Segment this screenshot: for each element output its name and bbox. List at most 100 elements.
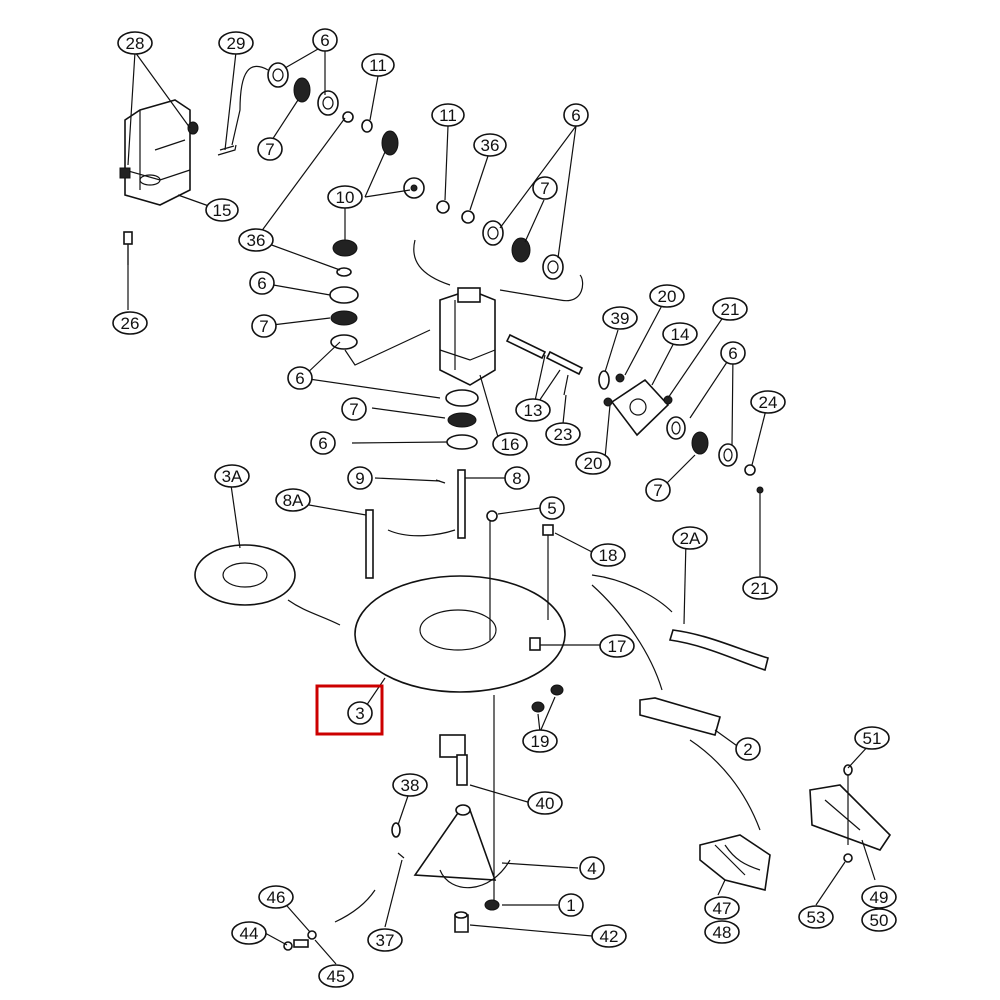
- callout-2-label: 2: [743, 740, 752, 759]
- callout-48-label: 48: [713, 923, 732, 942]
- callout-8a-label: 8A: [283, 491, 304, 510]
- callout-7[interactable]: 7: [532, 176, 558, 200]
- callout-23[interactable]: 23: [545, 422, 581, 446]
- rods: [365, 469, 466, 579]
- callout-7[interactable]: 7: [251, 314, 277, 338]
- callout-7[interactable]: 7: [257, 137, 283, 161]
- callout-44[interactable]: 44: [231, 921, 267, 945]
- callout-36[interactable]: 36: [238, 228, 274, 252]
- callout-21[interactable]: 21: [712, 297, 748, 321]
- callout-6-label: 6: [728, 344, 737, 363]
- callout-11[interactable]: 11: [431, 103, 465, 127]
- callout-17[interactable]: 17: [599, 634, 635, 658]
- plate-14: [598, 370, 764, 494]
- callout-16[interactable]: 16: [492, 432, 528, 456]
- rails: [591, 574, 769, 831]
- callout-29-label: 29: [227, 34, 246, 53]
- bracket-15: [119, 99, 237, 206]
- callout-9[interactable]: 9: [347, 466, 373, 490]
- callout-37-label: 37: [376, 931, 395, 950]
- callout-20[interactable]: 20: [649, 284, 685, 308]
- callout-11-label: 11: [439, 106, 457, 125]
- callout-8[interactable]: 8: [504, 466, 530, 490]
- callout-11[interactable]: 11: [361, 53, 395, 77]
- callout-13[interactable]: 13: [515, 398, 551, 422]
- callout-6-label: 6: [318, 434, 327, 453]
- callout-51[interactable]: 51: [854, 726, 890, 750]
- callout-20[interactable]: 20: [575, 451, 611, 475]
- callout-19[interactable]: 19: [522, 729, 558, 753]
- callout-2a[interactable]: 2A: [672, 526, 708, 550]
- callout-36-label: 36: [481, 136, 500, 155]
- callout-14-label: 14: [671, 325, 690, 344]
- callout-4-label: 4: [587, 859, 596, 878]
- callout-14[interactable]: 14: [662, 322, 698, 346]
- callout-6[interactable]: 6: [720, 341, 746, 365]
- callout-24-label: 24: [759, 393, 778, 412]
- callout-18[interactable]: 18: [590, 543, 626, 567]
- callout-29[interactable]: 29: [218, 31, 254, 55]
- callout-2[interactable]: 2: [735, 737, 761, 761]
- callout-1[interactable]: 1: [558, 893, 584, 917]
- callout-3a-label: 3A: [222, 467, 243, 486]
- callout-48[interactable]: 48: [704, 920, 740, 944]
- callout-1-label: 1: [566, 896, 575, 915]
- highlight-box: [315, 684, 384, 736]
- callout-24[interactable]: 24: [750, 390, 786, 414]
- callout-38[interactable]: 38: [392, 773, 428, 797]
- callout-4[interactable]: 4: [579, 856, 605, 880]
- callout-42-label: 42: [600, 927, 619, 946]
- callout-10[interactable]: 10: [327, 185, 363, 209]
- part-drawings: [119, 62, 892, 951]
- callout-39[interactable]: 39: [602, 306, 638, 330]
- callout-7-label: 7: [653, 481, 662, 500]
- callout-7-label: 7: [259, 317, 268, 336]
- callout-49[interactable]: 49: [861, 885, 897, 909]
- callout-2a-label: 2A: [680, 529, 701, 548]
- callout-6-label: 6: [320, 31, 329, 50]
- callout-15-label: 15: [213, 201, 232, 220]
- callout-21-label: 21: [721, 300, 740, 319]
- callout-6[interactable]: 6: [310, 431, 336, 455]
- callout-53[interactable]: 53: [798, 905, 834, 929]
- callout-47-label: 47: [713, 899, 732, 918]
- callout-18-label: 18: [599, 546, 618, 565]
- callout-40[interactable]: 40: [527, 791, 563, 815]
- callout-36[interactable]: 36: [473, 133, 507, 157]
- callout-8a[interactable]: 8A: [275, 488, 311, 512]
- callout-15[interactable]: 15: [205, 198, 239, 222]
- bracket-16: [344, 200, 584, 450]
- callout-28[interactable]: 28: [117, 31, 153, 55]
- callout-6[interactable]: 6: [312, 28, 338, 52]
- callout-10-label: 10: [336, 188, 355, 207]
- callout-20-label: 20: [584, 454, 603, 473]
- callout-5[interactable]: 5: [539, 496, 565, 520]
- callout-21-label: 21: [751, 579, 770, 598]
- leader-lines: [127, 44, 876, 965]
- callout-9-label: 9: [355, 469, 364, 488]
- callout-47[interactable]: 47: [704, 896, 740, 920]
- callout-7[interactable]: 7: [341, 397, 367, 421]
- callout-21[interactable]: 21: [742, 576, 778, 600]
- pins-lower-left: [283, 822, 405, 951]
- callout-45[interactable]: 45: [318, 964, 354, 988]
- callout-17-label: 17: [608, 637, 627, 656]
- callout-50[interactable]: 50: [861, 908, 897, 932]
- callout-42[interactable]: 42: [591, 924, 627, 948]
- callout-6[interactable]: 6: [563, 103, 589, 127]
- callout-6[interactable]: 6: [287, 366, 313, 390]
- callout-39-label: 39: [611, 309, 630, 328]
- callout-37[interactable]: 37: [367, 928, 403, 952]
- callout-46[interactable]: 46: [258, 885, 294, 909]
- callout-26[interactable]: 26: [112, 311, 148, 335]
- callout-3-label: 3: [355, 704, 364, 723]
- callout-6-label: 6: [295, 369, 304, 388]
- callout-7[interactable]: 7: [645, 478, 671, 502]
- callout-3a[interactable]: 3A: [214, 464, 250, 488]
- callout-3[interactable]: 3: [347, 701, 373, 725]
- callout-45-label: 45: [327, 967, 346, 986]
- callout-7-label: 7: [265, 140, 274, 159]
- pins-13: [505, 333, 584, 396]
- callout-6[interactable]: 6: [249, 271, 275, 295]
